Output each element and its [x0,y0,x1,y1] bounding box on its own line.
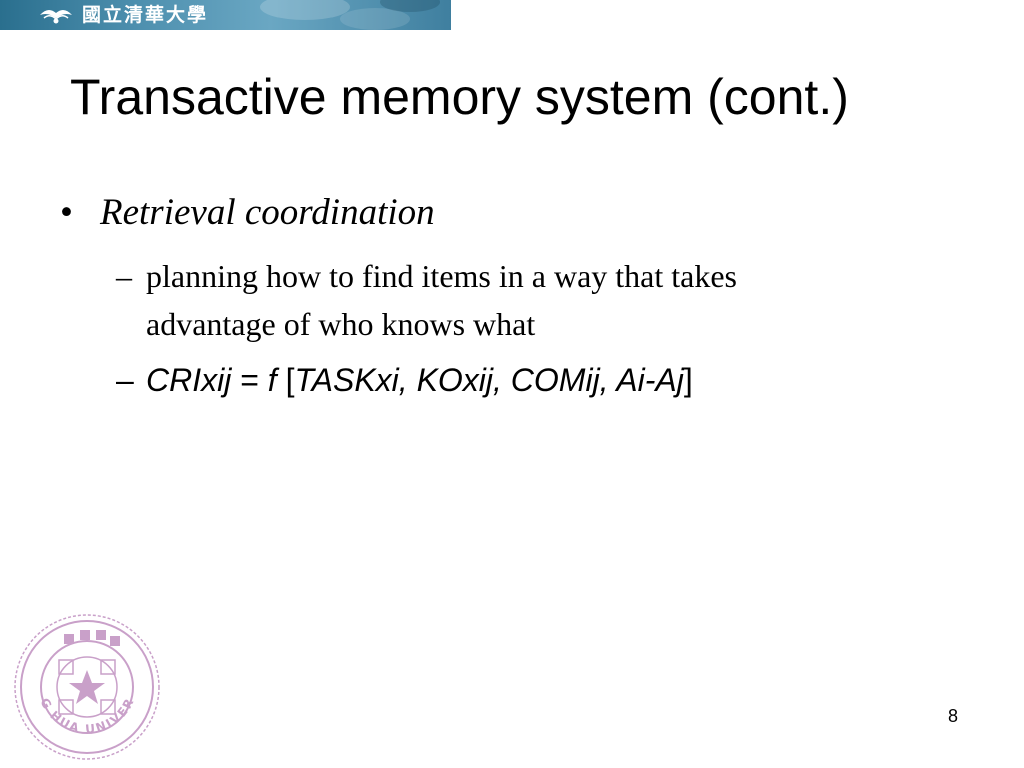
sub-bullet-planning: –planning how to find items in a way tha… [116,252,916,348]
sub-bullet-marker: – [116,362,134,398]
formula-function: f [267,362,277,398]
formula-args: TASKxi, KOxij, COMij, Ai-Aj [294,362,684,398]
formula-equals: = [231,362,268,398]
bullet-retrieval-coordination: • Retrieval coordination [60,188,435,238]
header-banner: 國立清華大學 [0,0,451,30]
bullet-text: Retrieval coordination [100,192,435,233]
university-name: 國立清華大學 [82,4,209,26]
university-seal-icon: TSING HUA UNIVERSITY [4,612,160,760]
sub-bullet-marker: – [116,258,132,294]
slide-title: Transactive memory system (cont.) [70,69,849,125]
sub-bullet-text-line1: planning how to find items in a way that… [146,258,737,294]
formula-lhs: CRIxij [146,362,232,398]
sub-bullet-text-line2: advantage of who knows what [146,306,536,342]
page-number: 8 [948,706,959,726]
formula-open-bracket: [ [276,362,295,398]
formula-close-bracket: ] [683,362,693,398]
sub-bullet-formula: –CRIxij = f [TASKxi, KOxij, COMij, Ai-Aj… [116,356,693,404]
university-emblem-icon [40,9,72,24]
bullet-marker: • [60,192,73,233]
